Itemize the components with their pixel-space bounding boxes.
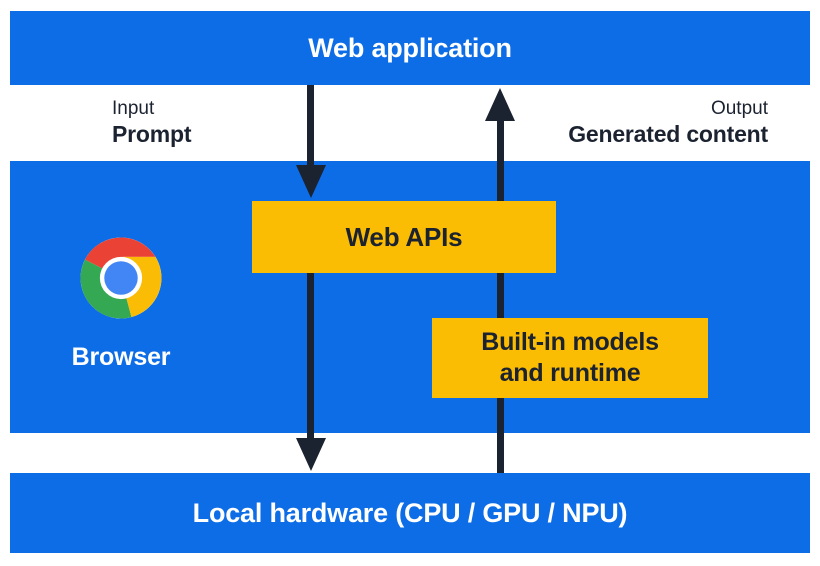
web-application-label: Web application xyxy=(308,32,512,63)
output-caption: Output xyxy=(710,98,768,119)
input-caption: Input xyxy=(112,98,155,119)
builtin-models-label-line1: Built-in models xyxy=(481,328,659,356)
builtin-models-label-line2: and runtime xyxy=(499,359,641,387)
input-label-group: Input Prompt xyxy=(112,97,192,148)
local-hardware-bar: Local hardware (CPU / GPU / NPU) xyxy=(10,473,810,553)
web-apis-label: Web APIs xyxy=(345,221,463,252)
chrome-logo-icon xyxy=(77,234,165,322)
output-label: Generated content xyxy=(568,121,768,147)
local-hardware-label: Local hardware (CPU / GPU / NPU) xyxy=(192,497,628,528)
generated-content-arrow-line xyxy=(497,118,504,473)
prompt-flow-arrow-line-lower xyxy=(307,273,314,440)
arrow-up-icon xyxy=(485,88,515,121)
web-application-bar: Web application xyxy=(10,11,810,85)
browser-label: Browser xyxy=(71,343,171,371)
input-label: Prompt xyxy=(112,121,192,147)
output-label-group: Output Generated content xyxy=(568,97,768,148)
arrow-down-icon xyxy=(296,438,326,471)
arrow-down-icon xyxy=(296,165,326,198)
builtin-models-box: Built-in models and runtime xyxy=(432,318,708,398)
web-apis-box: Web APIs xyxy=(252,201,556,273)
prompt-flow-arrow-line-upper xyxy=(307,85,314,170)
